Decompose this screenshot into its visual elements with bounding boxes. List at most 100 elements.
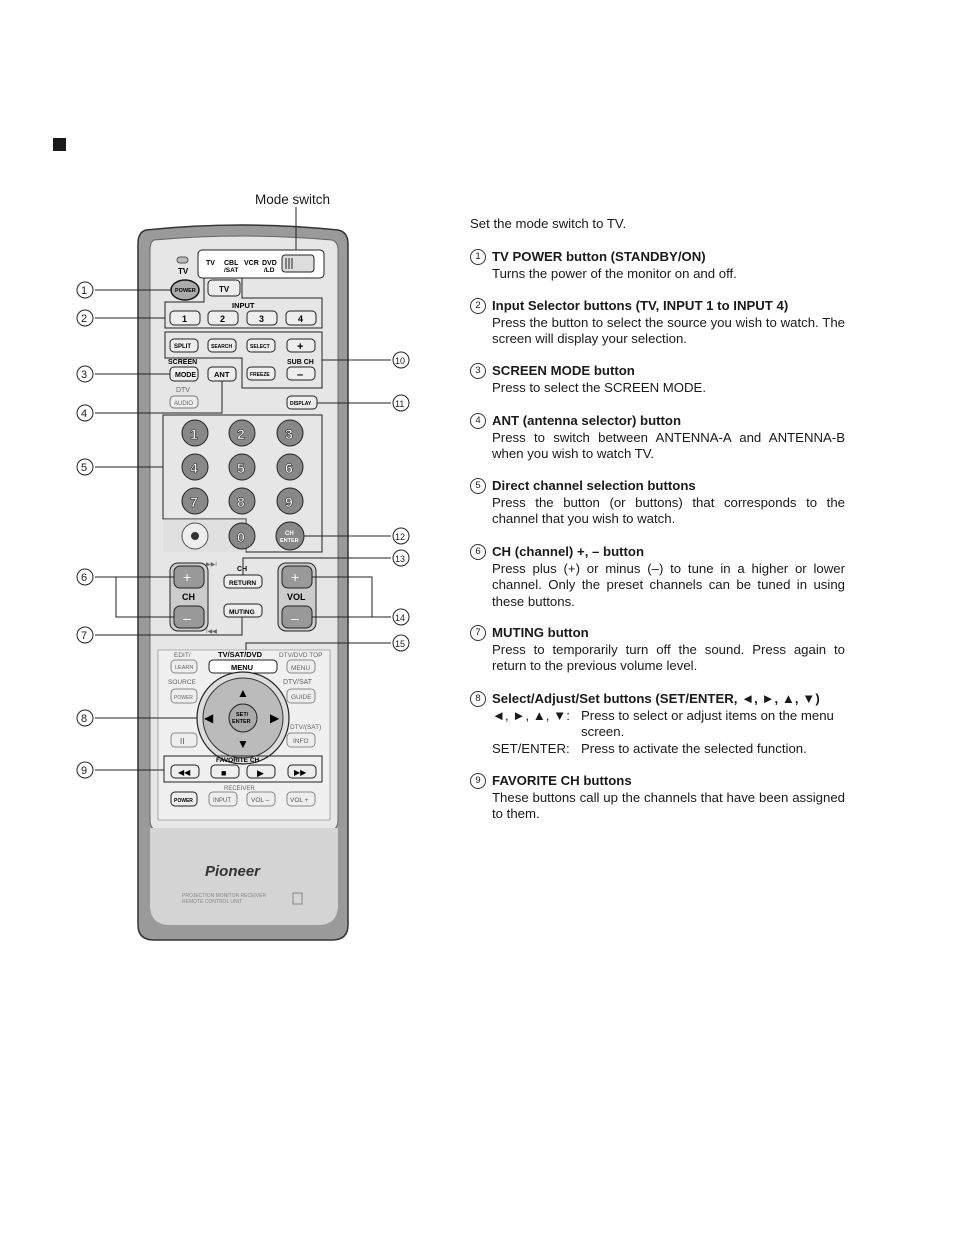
svg-text:VOL –: VOL –	[251, 797, 270, 804]
digit-9-button[interactable]	[276, 487, 304, 515]
receiver-vol-plus-button[interactable]	[286, 791, 316, 807]
digit-6-button[interactable]	[276, 453, 304, 481]
svg-text:RECEIVER: RECEIVER	[224, 786, 255, 792]
svg-text:–: –	[183, 610, 191, 626]
svg-text:MUTING: MUTING	[229, 609, 255, 616]
up-arrow-icon[interactable]: ▲	[237, 686, 249, 700]
right-arrow-icon[interactable]: ▶	[270, 711, 280, 725]
input-2-button[interactable]	[207, 310, 239, 326]
input-4-button[interactable]	[285, 310, 317, 326]
mode-switch-slider[interactable]	[281, 254, 315, 273]
digit-3-button[interactable]	[276, 419, 304, 447]
remote-face-lower	[150, 828, 338, 925]
learn-button[interactable]	[170, 659, 198, 674]
svg-text:5: 5	[81, 462, 87, 474]
fav-3-button[interactable]	[246, 764, 276, 779]
mode-pos-cbl: CBL	[224, 260, 239, 267]
svg-text:CH: CH	[285, 531, 294, 537]
svg-text:AUDIO: AUDIO	[174, 401, 193, 407]
svg-text:FREEZE: FREEZE	[250, 372, 270, 378]
fast-forward-icon: ▶▶	[294, 768, 307, 777]
digit-7-button[interactable]	[181, 487, 209, 515]
svg-text:SCREEN: SCREEN	[168, 359, 197, 366]
down-arrow-icon[interactable]: ▼	[237, 737, 249, 751]
input-1-button[interactable]	[169, 310, 201, 326]
sub-ch-minus-button[interactable]	[286, 366, 316, 381]
receiver-vol-minus-button[interactable]	[246, 791, 276, 807]
svg-text:0: 0	[237, 529, 245, 545]
svg-text:CH: CH	[182, 592, 195, 602]
svg-text:SEARCH: SEARCH	[211, 344, 233, 350]
left-arrow-icon[interactable]: ◀	[204, 711, 214, 725]
svg-text:INPUT: INPUT	[232, 301, 255, 310]
svg-text:/LD: /LD	[264, 267, 275, 274]
input-3-button[interactable]	[246, 310, 278, 326]
svg-text:MENU: MENU	[231, 663, 253, 672]
freeze-button[interactable]	[246, 366, 276, 381]
info-button[interactable]	[286, 732, 316, 748]
svg-text:9: 9	[285, 494, 293, 510]
sub-ch-plus-button[interactable]	[286, 338, 316, 353]
svg-text:12: 12	[395, 532, 405, 542]
svg-text:FAVORITE CH: FAVORITE CH	[216, 757, 260, 764]
svg-text:4: 4	[190, 460, 198, 476]
digit-1-button[interactable]	[181, 419, 209, 447]
svg-text:+: +	[291, 569, 299, 585]
digit-4-button[interactable]	[181, 453, 209, 481]
svg-text:DVD: DVD	[262, 260, 277, 267]
guide-button[interactable]	[286, 688, 316, 704]
receiver-power-button[interactable]	[170, 791, 198, 807]
svg-text:REMOTE CONTROL UNIT: REMOTE CONTROL UNIT	[182, 899, 242, 905]
svg-text:2: 2	[220, 314, 225, 324]
search-button[interactable]	[207, 338, 237, 353]
svg-text:15: 15	[395, 639, 405, 649]
svg-text:POWER: POWER	[174, 695, 193, 701]
svg-text:TV: TV	[178, 267, 189, 276]
source-power-button[interactable]	[170, 688, 198, 704]
select-button[interactable]	[246, 338, 276, 353]
svg-text:1: 1	[190, 426, 198, 442]
fav-1-button[interactable]	[170, 764, 200, 779]
svg-text:POWER: POWER	[175, 288, 196, 294]
play-icon: ▶	[257, 768, 264, 778]
audio-button[interactable]	[169, 395, 199, 409]
receiver-input-button[interactable]	[208, 791, 238, 807]
mode-pos-tv: TV	[206, 260, 215, 267]
digit-5-button[interactable]	[228, 453, 256, 481]
item-direct-channel: 5 Direct channel selection buttons Press…	[470, 478, 845, 528]
svg-text:10: 10	[395, 356, 405, 366]
top-menu-button[interactable]	[286, 659, 316, 674]
set-enter-button[interactable]	[228, 703, 258, 733]
svg-text:4: 4	[81, 408, 87, 420]
svg-text:4: 4	[298, 314, 303, 324]
svg-text:VOL +: VOL +	[290, 797, 309, 804]
svg-text:SPLIT: SPLIT	[174, 344, 191, 350]
svg-text:RETURN: RETURN	[229, 580, 256, 587]
muting-button[interactable]	[223, 603, 263, 618]
digit-2-button[interactable]	[228, 419, 256, 447]
digit-8-button[interactable]	[228, 487, 256, 515]
svg-text:PROJECTION MONITOR RECEIVER: PROJECTION MONITOR RECEIVER	[182, 893, 266, 899]
item-favorite-ch: 9 FAVORITE CH buttons These buttons call…	[470, 773, 845, 823]
svg-text:3: 3	[285, 426, 293, 442]
fav-4-button[interactable]	[287, 764, 317, 779]
svg-text:9: 9	[81, 765, 87, 777]
item-muting: 7 MUTING button Press to temporarily tur…	[470, 625, 845, 675]
item-input-selector: 2 Input Selector buttons (TV, INPUT 1 to…	[470, 298, 845, 348]
svg-text:INPUT: INPUT	[213, 798, 231, 804]
split-button[interactable]	[169, 338, 199, 353]
pause-icon: II	[180, 737, 184, 746]
svg-text:DTV: DTV	[176, 387, 190, 394]
svg-text:EDIT/: EDIT/	[174, 652, 191, 659]
svg-text:2: 2	[81, 313, 87, 325]
svg-text:TV/SAT/DVD: TV/SAT/DVD	[218, 650, 263, 659]
svg-text:5: 5	[237, 460, 245, 476]
digit-0-button[interactable]	[228, 522, 256, 550]
svg-text:+: +	[297, 341, 303, 353]
tv-input-button[interactable]	[207, 279, 241, 297]
section-square-marker	[53, 138, 66, 151]
svg-text:6: 6	[285, 460, 293, 476]
fav-2-button[interactable]	[210, 764, 240, 779]
brand-logo: Pioneer	[205, 863, 261, 880]
pause-button[interactable]	[170, 732, 198, 748]
